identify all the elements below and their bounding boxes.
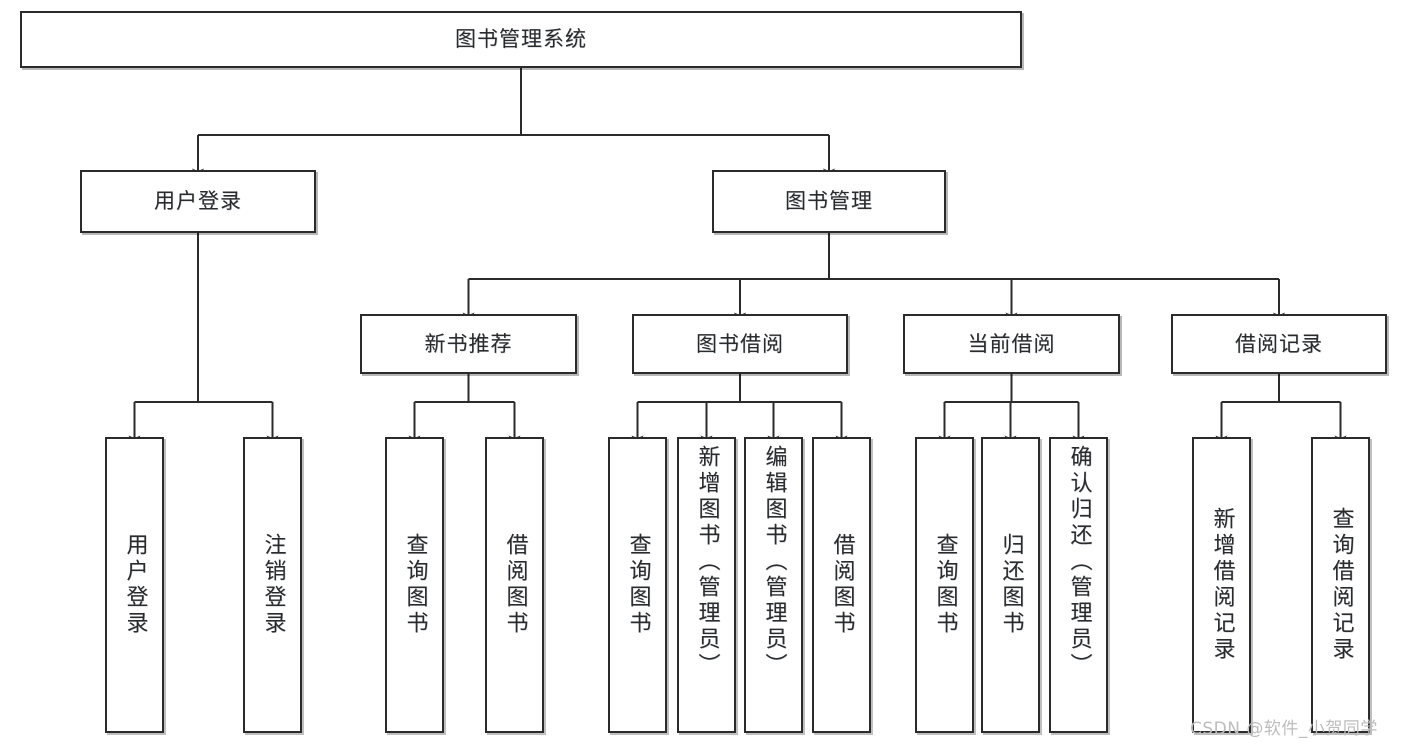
leaf-node-user-login[interactable]: 用户登录 (105, 437, 164, 733)
node-user-login-label: 用户登录 (154, 189, 242, 214)
leaf-node-label: 查询图书 (402, 533, 428, 637)
leaf-node-label: 新增图书（管理员） (694, 445, 720, 679)
leaf-node-label: 借阅图书 (829, 533, 855, 637)
node-current-borrow[interactable]: 当前借阅 (903, 314, 1120, 374)
node-borrow-record[interactable]: 借阅记录 (1171, 314, 1387, 374)
node-root-label: 图书管理系统 (455, 27, 587, 52)
node-current-borrow-label: 当前借阅 (967, 331, 1056, 356)
leaf-node-label: 查询借阅记录 (1328, 507, 1354, 663)
node-root[interactable]: 图书管理系统 (20, 11, 1022, 68)
node-borrow-record-label: 借阅记录 (1235, 331, 1323, 356)
node-user-login[interactable]: 用户登录 (80, 170, 316, 233)
leaf-node-query-book[interactable]: 查询图书 (608, 437, 667, 733)
leaf-node-borrow-book[interactable]: 借阅图书 (812, 437, 871, 733)
node-book-borrow-label: 图书借阅 (696, 331, 784, 356)
node-book-manage-label: 图书管理 (785, 189, 873, 214)
node-new-book-rec[interactable]: 新书推荐 (360, 314, 577, 374)
leaf-node-label: 编辑图书（管理员） (761, 445, 787, 679)
leaf-node-edit-book[interactable]: 编辑图书（管理员） (744, 437, 803, 733)
leaf-node-label: 归还图书 (998, 533, 1024, 637)
leaf-node-label: 用户登录 (122, 533, 148, 637)
leaf-node-label: 新增借阅记录 (1209, 507, 1235, 663)
leaf-node-label: 注销登录 (260, 533, 286, 637)
leaf-node-label: 借阅图书 (502, 533, 528, 637)
node-new-book-rec-label: 新书推荐 (424, 331, 513, 356)
leaf-node-return-book[interactable]: 归还图书 (981, 437, 1040, 733)
node-book-manage[interactable]: 图书管理 (712, 170, 946, 233)
leaf-node-confirm-return[interactable]: 确认归还（管理员） (1049, 437, 1108, 733)
leaf-node-query-book-rec[interactable]: 查询图书 (385, 437, 444, 733)
leaf-node-query-book-cur[interactable]: 查询图书 (915, 437, 974, 733)
node-book-borrow[interactable]: 图书借阅 (632, 314, 848, 374)
leaf-node-add-book[interactable]: 新增图书（管理员） (677, 437, 736, 733)
leaf-node-borrow-book-rec[interactable]: 借阅图书 (485, 437, 544, 733)
leaf-node-logout[interactable]: 注销登录 (243, 437, 302, 733)
leaf-node-label: 查询图书 (625, 533, 651, 637)
leaf-node-label: 确认归还（管理员） (1066, 445, 1092, 679)
edge-group (128, 68, 1347, 447)
leaf-node-query-record[interactable]: 查询借阅记录 (1311, 437, 1370, 733)
leaf-node-add-record[interactable]: 新增借阅记录 (1192, 437, 1251, 733)
leaf-node-label: 查询图书 (932, 533, 958, 637)
